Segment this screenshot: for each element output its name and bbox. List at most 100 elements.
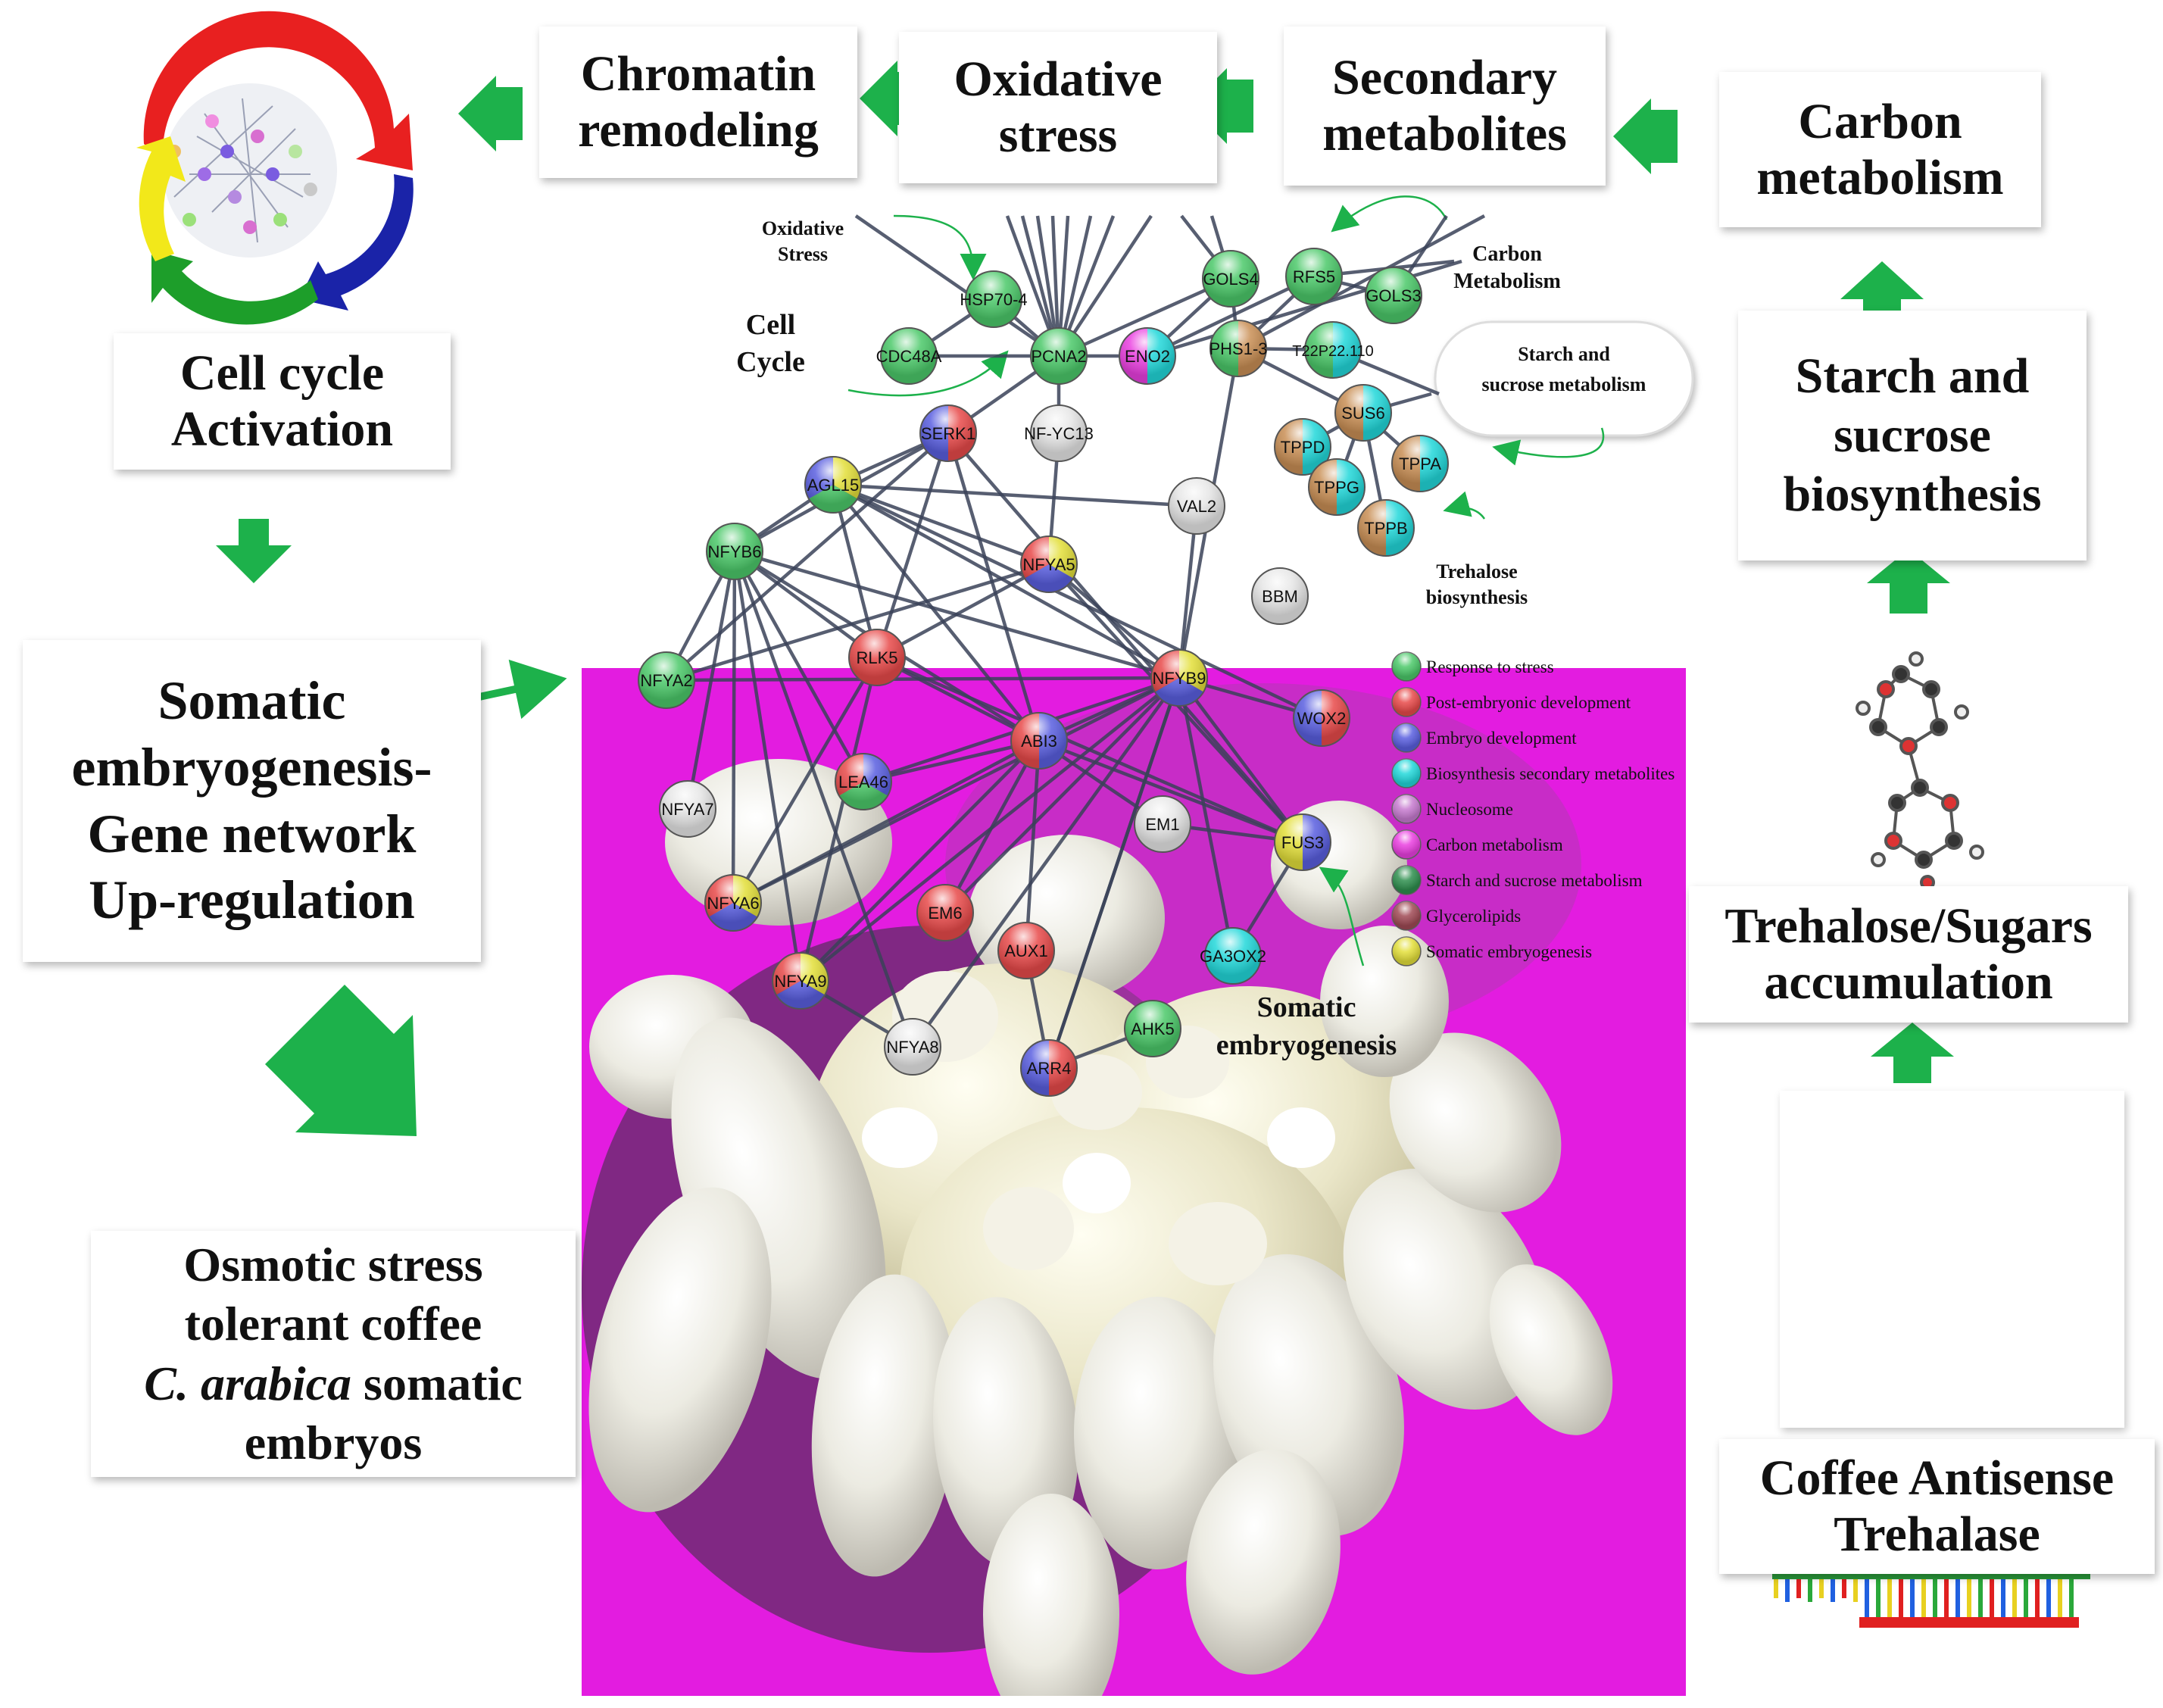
network-edge: [1047, 563, 1181, 679]
node-gloss: [1010, 712, 1068, 770]
legend-label: Biosynthesis secondary metabolites: [1426, 764, 1675, 783]
network-node: TPPG: [1308, 458, 1366, 516]
network-edge: [798, 657, 879, 982]
cell-cycle-activation-box: Cell cycle Activation: [114, 333, 451, 470]
somatic-label-2: embryogenesis: [1216, 1029, 1397, 1062]
starch-bubble: [1434, 320, 1694, 437]
network-node: NFYB9: [1150, 649, 1208, 707]
chromatin-line-1: Chromatin: [580, 46, 816, 102]
carbon-line-2: metabolism: [1756, 149, 2004, 205]
node-gloss: [772, 952, 829, 1010]
oxidative-line-1: Oxidative: [954, 52, 1163, 108]
node-label: AUX1: [1004, 941, 1047, 960]
starch-label-2: sucrose metabolism: [1481, 373, 1646, 396]
network-node: GA3OX2: [1200, 927, 1266, 985]
network-edge: [1147, 274, 1315, 358]
legend-label: Response to stress: [1426, 657, 1554, 676]
cell-cycle-line-1: Cell cycle: [179, 345, 385, 401]
trehalose-biosynthesis-label: Trehalose biosynthesis: [1412, 559, 1541, 610]
network-node: NFYA6: [704, 874, 762, 932]
osmotic-line-2: tolerant coffee: [184, 1297, 482, 1351]
antisense-line-2: Trehalase: [1834, 1507, 2040, 1562]
network-edge: [832, 483, 1041, 742]
node-label: RFS5: [1293, 267, 1335, 286]
network-node: HSP70-4: [960, 270, 1028, 328]
secondary-line-1: Secondary: [1332, 50, 1557, 106]
annotation-arrows: [847, 195, 1605, 966]
network-edge: [665, 432, 950, 682]
flow-arrows: [216, 61, 1954, 1136]
node-label: NFYB6: [708, 542, 762, 561]
network-edge: [732, 656, 879, 904]
node-gloss: [704, 874, 762, 932]
network-edge: [732, 551, 803, 982]
network-node: WOX2: [1293, 689, 1350, 747]
node-gloss: [1209, 320, 1267, 377]
legend-swatch-gloss: [1392, 795, 1421, 823]
somatic-line-3: Gene network: [87, 803, 417, 864]
carbon-line-1: Carbon: [1798, 93, 1962, 149]
legend-label: Glycerolipids: [1426, 907, 1521, 926]
node-label: CDC48A: [876, 347, 942, 366]
node-gloss: [997, 922, 1055, 979]
network-node: ABI3: [1010, 712, 1068, 770]
node-label: GOLS3: [1366, 286, 1421, 305]
network-node: RFS5: [1285, 248, 1343, 305]
network-edge: [1047, 677, 1181, 1069]
cell-cycle-icon: [136, 11, 414, 325]
carbon-metabolism-box: Carbon metabolism: [1719, 72, 2041, 227]
node-gloss: [1168, 477, 1225, 535]
legend-label: Embryo development: [1426, 729, 1577, 748]
node-label: SERK1: [921, 424, 975, 443]
node-gloss: [1150, 649, 1208, 707]
network-edge: [947, 432, 1304, 844]
network-edge: [732, 739, 1041, 904]
osmotic-line-3: C. arabica somatic: [144, 1356, 523, 1410]
osmotic-stress-box: Osmotic stress tolerant coffee C. arabic…: [91, 1231, 576, 1477]
legend-swatch-gloss: [1392, 759, 1421, 788]
node-gloss: [1204, 927, 1262, 985]
network-edge: [1038, 738, 1303, 845]
network-edge: [944, 739, 1041, 914]
node-label: NFYA5: [1022, 555, 1075, 574]
network-edge: [832, 482, 1050, 567]
network-node: EM6: [916, 884, 974, 941]
carbon-label-2: Metabolism: [1453, 270, 1561, 294]
legend-swatch-gloss: [1392, 937, 1421, 966]
somatic-embryogenesis-label: Somatic embryogenesis: [1204, 988, 1409, 1064]
node-label: GA3OX2: [1200, 947, 1266, 966]
node-label: NFYA8: [886, 1038, 938, 1057]
node-gloss: [1030, 327, 1088, 385]
network-edge: [1237, 214, 1486, 350]
node-label: EM1: [1145, 815, 1179, 834]
node-label: PHS1-3: [1209, 339, 1267, 358]
node-label: SUS6: [1341, 404, 1384, 423]
legend-label: Carbon metabolism: [1426, 835, 1563, 854]
node-gloss: [1119, 327, 1176, 385]
network-node: NFYA7: [659, 780, 716, 838]
node-label: TPPG: [1314, 478, 1359, 497]
starch-line-3: biosynthesis: [1783, 466, 2042, 522]
network-edge: [946, 432, 1041, 742]
network-edge: [944, 676, 1181, 914]
legend-label: Starch and sucrose metabolism: [1426, 871, 1643, 890]
node-gloss: [848, 629, 906, 686]
somatic-line-1: Somatic: [158, 670, 346, 731]
arrow-to-cell-cycle: [458, 76, 523, 151]
network-node: SERK1: [919, 404, 977, 462]
arrow-to-network: [466, 659, 567, 720]
node-gloss: [1308, 458, 1366, 516]
coffee-antisense-trehalase-box: Coffee Antisense Trehalase: [1719, 1439, 2155, 1574]
trehalose-sugars-line-1: Trehalose/Sugars: [1724, 898, 2093, 954]
embryo-cluster-drawing: [582, 683, 1613, 1696]
node-label: VAL2: [1177, 497, 1216, 516]
arrow-to-osmotic: [265, 985, 417, 1136]
starch-line-1: Starch and: [1795, 348, 2030, 404]
network-node: EM1: [1134, 795, 1191, 853]
node-label: TPPB: [1364, 519, 1407, 538]
antisense-dna-icon: [1772, 1573, 2090, 1628]
node-label: NFYA2: [640, 671, 692, 690]
network-node: RLK5: [848, 629, 906, 686]
legend-swatch-gloss: [1392, 688, 1421, 717]
network-node: FUS3: [1274, 813, 1331, 871]
